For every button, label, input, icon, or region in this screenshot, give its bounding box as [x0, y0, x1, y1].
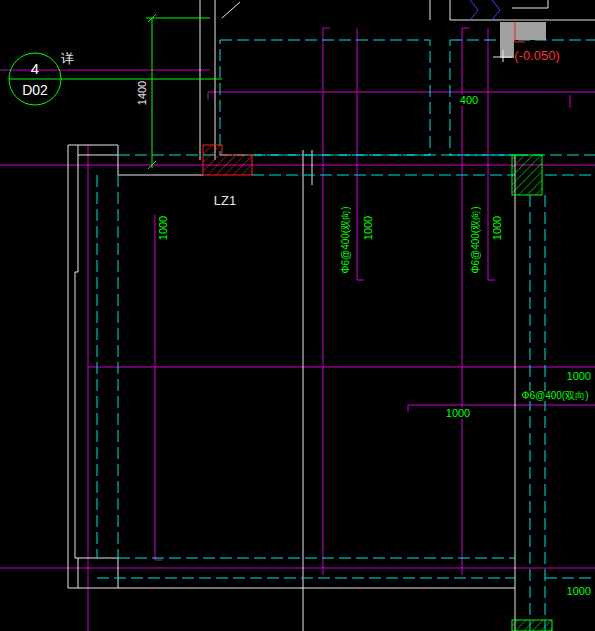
detail-symbol — [9, 53, 222, 105]
dimension-text: 1000 — [566, 586, 592, 597]
rebar-lines — [0, 28, 595, 631]
detail-number: 4 — [31, 61, 39, 76]
dimension-text: 1000 — [566, 371, 592, 382]
dimension-line — [146, 14, 210, 169]
column-tag: LZ1 — [213, 194, 237, 207]
column — [512, 620, 552, 631]
detail-circle: 4D02 — [9, 53, 61, 105]
column — [512, 155, 542, 195]
dimension-text: 1000 — [492, 215, 503, 241]
dimension-text: 1000 — [445, 408, 471, 419]
detail-note: 详 — [60, 52, 75, 65]
rebar-spec: Φ6@400(双向) — [520, 391, 589, 401]
dimension-text: 1400 — [137, 80, 148, 106]
beam-lines — [97, 40, 595, 631]
dimension-text: 1000 — [363, 215, 374, 241]
rebar-spec: Φ6@400(双向) — [471, 205, 481, 274]
rebar-spec: Φ6@400(双向) — [341, 205, 351, 274]
column-lz1 — [203, 145, 252, 175]
dimension-text: 1000 — [158, 215, 169, 241]
level-text: (-0.050) — [513, 49, 561, 62]
sheet-number: D02 — [22, 83, 48, 97]
wall-lines — [68, 0, 595, 631]
dimension-text: 400 — [459, 95, 479, 106]
